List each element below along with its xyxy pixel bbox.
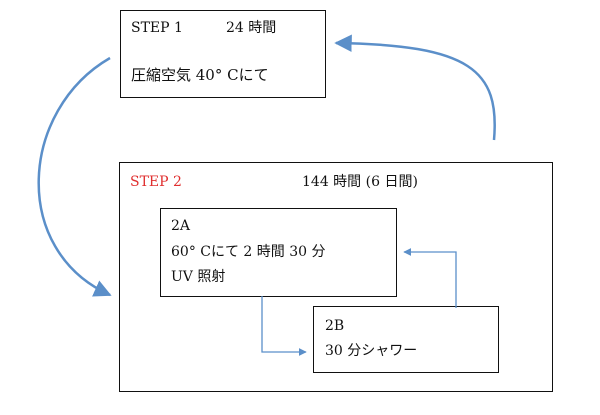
step2a-label: 2A bbox=[171, 218, 191, 234]
step2-duration: 144 時間 (6 日間) bbox=[302, 174, 418, 190]
arrow-2b-to-2a bbox=[403, 248, 457, 308]
step1-duration: 24 時間 bbox=[226, 20, 277, 36]
step1-condition: 圧縮空気 40° Cにて bbox=[131, 66, 269, 84]
step2b-label: 2B bbox=[325, 318, 345, 334]
arrow-2a-to-2b bbox=[261, 296, 307, 356]
step2a-action: UV 照射 bbox=[171, 269, 226, 285]
step2-label: STEP 2 bbox=[130, 174, 182, 190]
step2a-box bbox=[160, 208, 397, 297]
arrow-step2-to-step1 bbox=[334, 34, 496, 141]
step1-label: STEP 1 bbox=[131, 20, 183, 36]
step2b-action: 30 分シャワー bbox=[325, 343, 418, 359]
step2-box bbox=[119, 162, 553, 392]
step1-box bbox=[120, 10, 326, 98]
step2b-box bbox=[313, 306, 499, 373]
step2a-condition: 60° Cにて 2 時間 30 分 bbox=[171, 244, 326, 260]
arrow-step1-to-step2 bbox=[37, 56, 112, 297]
